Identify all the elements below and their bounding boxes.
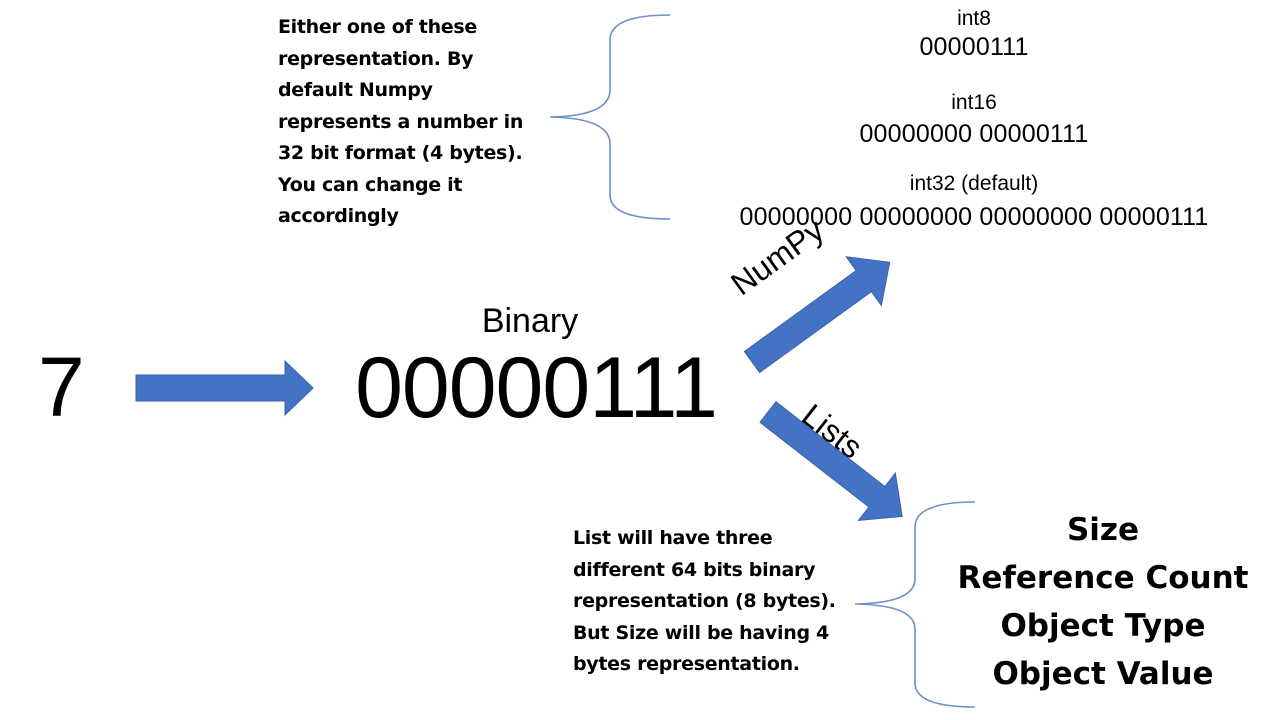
numpy-note-line: represents a number in bbox=[278, 110, 524, 133]
numpy-note-line: representation. By bbox=[278, 47, 474, 70]
bracket-numpy bbox=[549, 14, 671, 220]
int32-label: int32 (default) bbox=[909, 172, 1039, 195]
binary-value: 00000111 bbox=[355, 340, 718, 436]
field-object-type: Object Type bbox=[1000, 608, 1206, 644]
lists-note-line: List will have three bbox=[573, 527, 773, 549]
field-object-value: Object Value bbox=[992, 656, 1214, 692]
int32-bits: 00000000 00000000 00000000 00000111 bbox=[739, 203, 1209, 231]
lists-note-line: bytes representation. bbox=[573, 653, 800, 675]
int8-label: int8 bbox=[957, 7, 991, 30]
numpy-note: Either one of these representation. By d… bbox=[278, 12, 578, 233]
lists-note-line: representation (8 bytes). bbox=[573, 590, 836, 612]
bracket-lists bbox=[854, 501, 976, 708]
numpy-note-line: Either one of these bbox=[278, 16, 477, 38]
numpy-note-line: accordingly bbox=[278, 205, 399, 227]
arrow-to-binary bbox=[135, 359, 314, 417]
numpy-note-line: 32 bit format (4 bytes). bbox=[278, 142, 523, 164]
numpy-note-line: You can change it bbox=[278, 173, 463, 196]
list-object-fields: Size Reference Count Object Type Object … bbox=[938, 506, 1268, 698]
field-reference-count: Reference Count bbox=[957, 560, 1249, 596]
lists-note-line: different 64 bits binary bbox=[573, 558, 816, 581]
arrow-lists bbox=[759, 401, 903, 522]
numpy-note-line: default Numpy bbox=[278, 79, 433, 101]
int8-bits: 00000111 bbox=[919, 33, 1029, 61]
field-size: Size bbox=[1066, 512, 1140, 548]
lists-note: List will have three different 64 bits b… bbox=[573, 523, 863, 681]
arrow-numpy bbox=[743, 256, 891, 374]
int16-label: int16 bbox=[951, 91, 997, 114]
int16-bits: 00000000 00000111 bbox=[859, 120, 1089, 148]
lists-note-line: But Size will be having 4 bbox=[573, 621, 829, 644]
decimal-number: 7 bbox=[38, 340, 85, 434]
binary-label: Binary bbox=[481, 302, 579, 340]
